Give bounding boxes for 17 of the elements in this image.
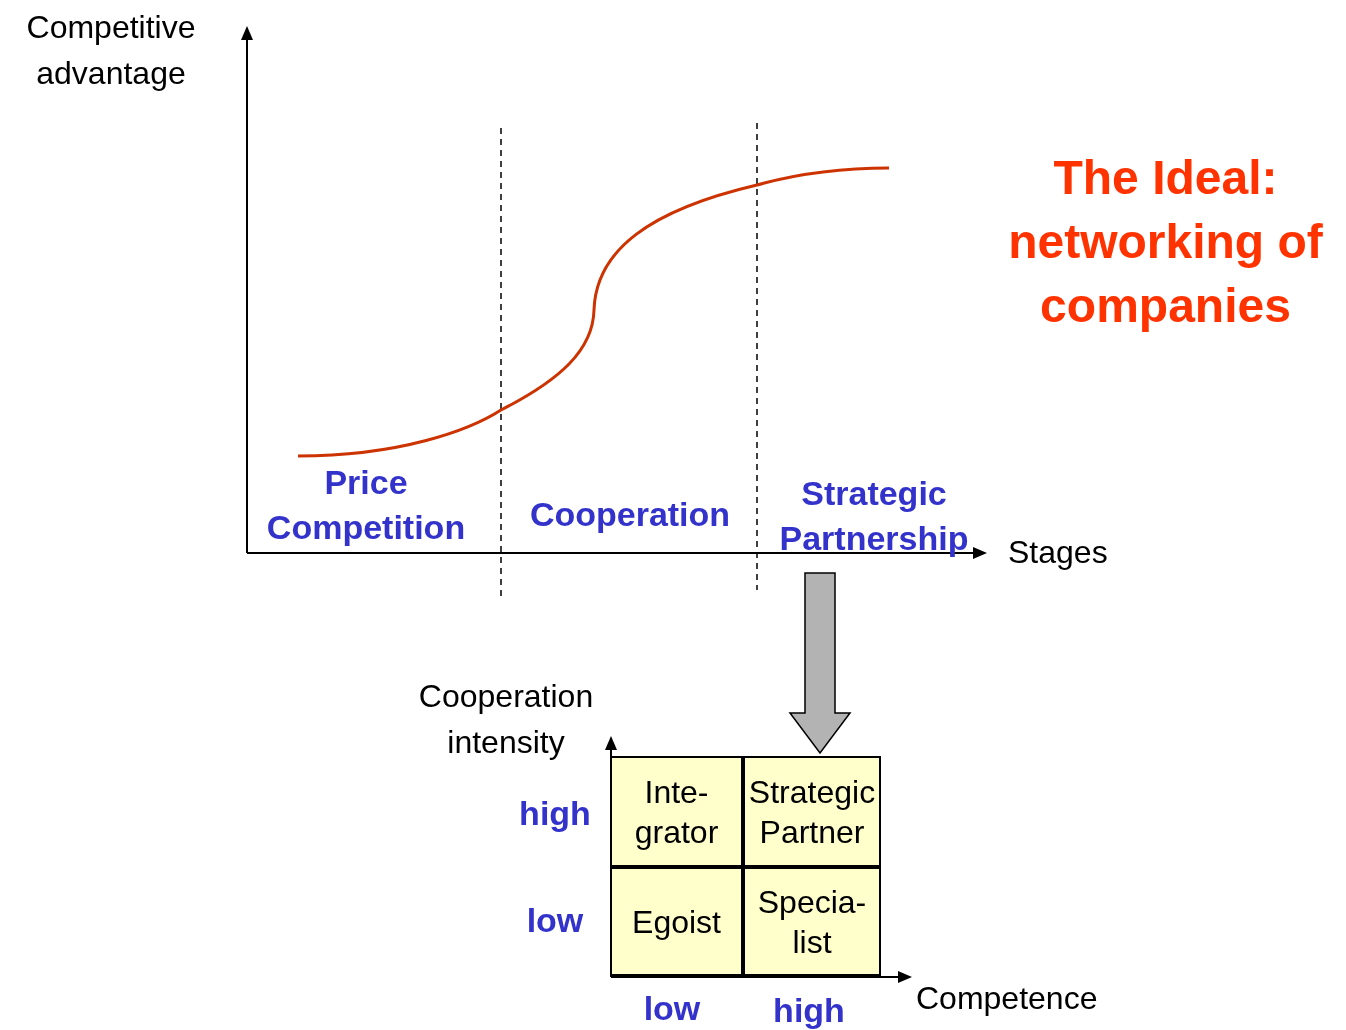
stage-label: Cooperation <box>510 488 750 540</box>
axis-value-label: high <box>518 793 592 834</box>
headline: The Ideal: networking of companies <box>1007 150 1324 334</box>
matrix-cell: Egoist <box>610 867 743 976</box>
axis-value-label: low <box>525 900 585 941</box>
matrix-cell: Inte- grator <box>610 756 743 867</box>
axis-title: Competence <box>916 979 1099 1018</box>
stage-label: Price Competition <box>250 458 482 552</box>
block-arrow <box>788 572 852 755</box>
stage-label: Strategic Partnership <box>764 460 984 572</box>
axis-title: Stages <box>1008 533 1109 572</box>
matrix-cell: Strategic Partner <box>743 756 881 867</box>
axis-title: Cooperation intensity <box>417 677 595 762</box>
matrix-cell: Specia- list <box>743 867 881 976</box>
axis-value-label: low <box>642 988 702 1028</box>
axis-title: Competitive advantage <box>25 8 197 93</box>
axis-value-label: high <box>772 990 846 1030</box>
